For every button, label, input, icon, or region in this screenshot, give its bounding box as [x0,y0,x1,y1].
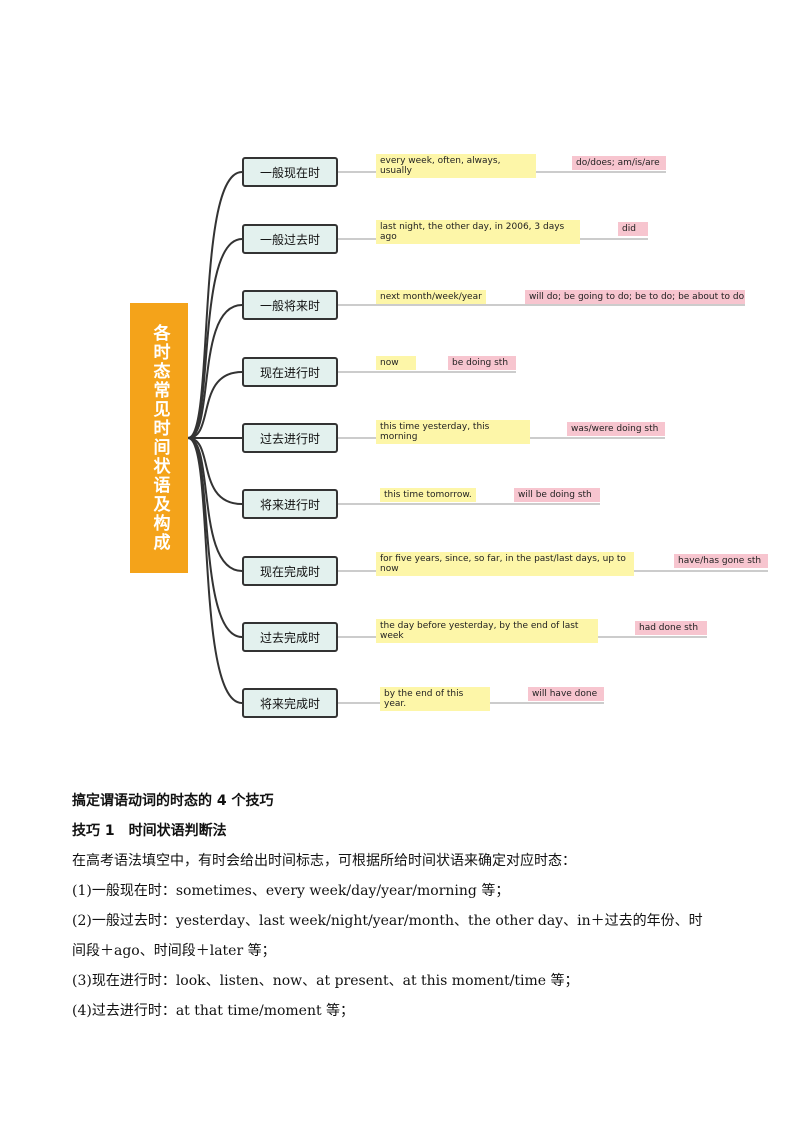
branch-connector [187,437,243,572]
verb-form-note: will have done [528,687,604,701]
verb-form-note: will do; be going to do; be to do; be ab… [525,290,745,304]
tense-node: 过去进行时 [242,423,338,453]
time-adverbial-note: now [376,356,416,370]
mind-map-root-label: 各时态常见时间状语及构成 [149,324,170,552]
branch-connector [187,238,243,439]
tense-node: 过去完成时 [242,622,338,652]
verb-form-note: be doing sth [448,356,516,370]
time-adverbial-note: this time tomorrow. [380,488,476,502]
tense-node: 现在进行时 [242,357,338,387]
tense-node: 一般过去时 [242,224,338,254]
section-heading: 技巧 1 时间状语判断法 [72,823,227,839]
verb-form-note: have/has gone sth [674,554,768,568]
verb-form-note: do/does; am/is/are [572,156,666,170]
tense-mind-map: 各时态常见时间状语及构成 一般现在时 every week, often, alw… [130,154,768,718]
verb-form-note: had done sth [635,621,707,635]
article-title: 搞定谓语动词的时态的 4 个技巧 [72,793,274,809]
intro-paragraph: 在高考语法填空中，有时会给出时间标志，可根据所给时间状语来确定对应时态： [72,853,576,869]
tense-node: 一般将来时 [242,290,338,320]
mind-map-root: 各时态常见时间状语及构成 [130,303,188,573]
list-item-2-line-1: (2)一般过去时：yesterday、last week/night/year/… [72,913,703,929]
branch-connector [187,171,243,439]
article-body: 搞定谓语动词的时态的 4 个技巧 技巧 1 时间状语判断法 在高考语法填空中，有… [72,786,732,1026]
verb-form-note: will be doing sth [514,488,600,502]
list-item-1: (1)一般现在时：sometimes、every week/day/year/m… [72,883,510,899]
branch-connector [187,437,243,638]
tense-node: 现在完成时 [242,556,338,586]
branch-connector [187,437,243,704]
tense-node: 将来进行时 [242,489,338,519]
list-item-3: (3)现在进行时：look、listen、now、at present、at t… [72,973,579,989]
tense-node: 一般现在时 [242,157,338,187]
branch-connector [187,371,243,439]
verb-form-note: was/were doing sth [567,422,665,436]
time-adverbial-note: every week, often, always, usually [376,154,536,178]
branch-connector [187,304,243,439]
time-adverbial-note: for five years, since, so far, in the pa… [376,552,634,576]
time-adverbial-note: next month/week/year [376,290,486,304]
time-adverbial-note: the day before yesterday, by the end of … [376,619,598,643]
list-item-4: (4)过去进行时：at that time/moment 等； [72,1003,355,1019]
time-adverbial-note: by the end of this year. [380,687,490,711]
tense-node: 将来完成时 [242,688,338,718]
verb-form-note: did [618,222,648,236]
list-item-2-line-2: 间段＋ago、时间段＋later 等； [72,943,276,959]
branch-connector [187,437,243,505]
time-adverbial-note: this time yesterday, this morning [376,420,530,444]
time-adverbial-note: last night, the other day, in 2006, 3 da… [376,220,580,244]
